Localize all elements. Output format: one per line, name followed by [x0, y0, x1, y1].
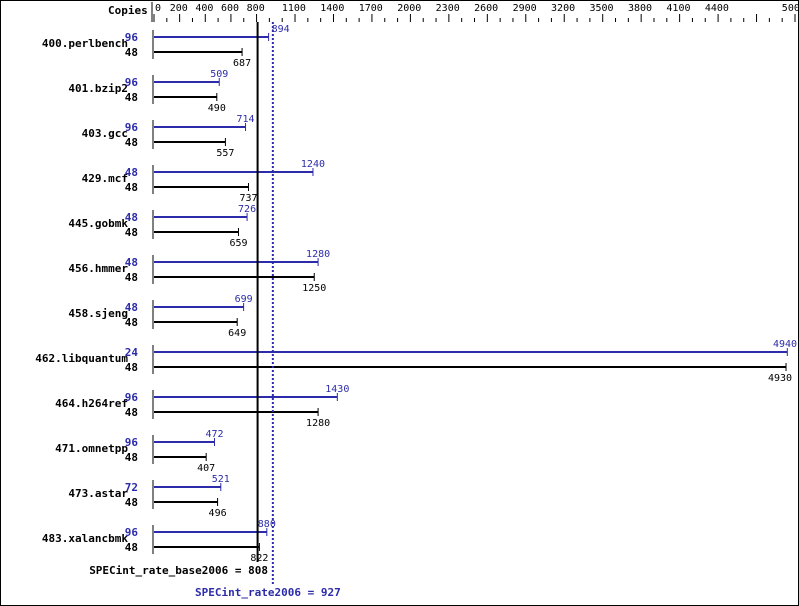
- peak-value-label: 509: [210, 69, 228, 80]
- tick-label: 1100: [282, 3, 306, 14]
- benchmark-label: 445.gobmk: [68, 217, 128, 230]
- base-value-label: 490: [208, 103, 226, 114]
- base-copies: 48: [125, 361, 138, 374]
- axis-label: Copies: [108, 4, 148, 17]
- base-copies: 48: [125, 181, 138, 194]
- tick-label: 4100: [666, 3, 690, 14]
- base-value-label: 737: [239, 193, 257, 204]
- peak-value-label: 1280: [306, 249, 330, 260]
- base-copies: 48: [125, 451, 138, 464]
- tick-label: 4400: [705, 3, 729, 14]
- base-value-label: 822: [250, 553, 268, 564]
- tick-label: 1400: [320, 3, 344, 14]
- benchmark-label: 400.perlbench: [42, 37, 128, 50]
- benchmark-label: 473.astar: [68, 487, 128, 500]
- peak-value-label: 1240: [301, 159, 325, 170]
- base-copies: 48: [125, 316, 138, 329]
- tick-label: 0: [155, 3, 161, 14]
- benchmark-label: 401.bzip2: [68, 82, 128, 95]
- tick-label: 3800: [628, 3, 652, 14]
- peak-copies: 48: [125, 166, 138, 179]
- peak-value-label: 699: [235, 294, 253, 305]
- peak-value-label: 472: [205, 429, 223, 440]
- tick-label: 200: [170, 3, 188, 14]
- peak-copies: 96: [125, 436, 139, 449]
- base-value-label: 659: [229, 238, 247, 249]
- base-copies: 48: [125, 136, 138, 149]
- peak-value-label: 521: [212, 474, 230, 485]
- peak-copies: 48: [125, 301, 138, 314]
- base-reference-label: SPECint_rate_base2006 = 808: [89, 564, 268, 577]
- peak-copies: 96: [125, 76, 139, 89]
- peak-copies: 24: [125, 346, 139, 359]
- tick-label: 400: [195, 3, 213, 14]
- base-copies: 48: [125, 541, 138, 554]
- peak-value-label: 880: [258, 519, 276, 530]
- peak-value-label: 4940: [773, 339, 797, 350]
- tick-label: 3500: [590, 3, 614, 14]
- peak-value-label: 714: [237, 114, 255, 125]
- base-value-label: 687: [233, 58, 251, 69]
- base-value-label: 407: [197, 463, 215, 474]
- base-value-label: 4930: [768, 373, 792, 384]
- base-copies: 48: [125, 46, 138, 59]
- peak-value-label: 726: [238, 204, 256, 215]
- tick-label: 600: [221, 3, 239, 14]
- tick-label: 800: [247, 3, 265, 14]
- peak-reference-label: SPECint_rate2006 = 927: [195, 586, 341, 599]
- tick-label: 2000: [397, 3, 421, 14]
- benchmark-label: 458.sjeng: [68, 307, 128, 320]
- benchmark-label: 471.omnetpp: [55, 442, 128, 455]
- tick-label: 3200: [551, 3, 575, 14]
- peak-copies: 96: [125, 526, 139, 539]
- peak-value-label: 1430: [325, 384, 349, 395]
- base-copies: 48: [125, 496, 138, 509]
- peak-value-label: 894: [272, 24, 290, 35]
- tick-label: 2600: [474, 3, 498, 14]
- base-value-label: 496: [209, 508, 227, 519]
- tick-label: 2900: [513, 3, 537, 14]
- tick-label: 2300: [436, 3, 460, 14]
- benchmark-label: 456.hmmer: [68, 262, 128, 275]
- base-value-label: 1280: [306, 418, 330, 429]
- benchmark-label: 403.gcc: [82, 127, 128, 140]
- benchmark-label: 462.libquantum: [35, 352, 128, 365]
- tick-label: 5000: [782, 3, 799, 14]
- peak-copies: 96: [125, 31, 139, 44]
- benchmark-label: 429.mcf: [82, 172, 128, 185]
- base-copies: 48: [125, 91, 138, 104]
- benchmark-label: 464.h264ref: [55, 397, 128, 410]
- peak-copies: 96: [125, 391, 139, 404]
- peak-copies: 96: [125, 121, 139, 134]
- peak-copies: 48: [125, 211, 138, 224]
- base-copies: 48: [125, 406, 138, 419]
- base-value-label: 557: [216, 148, 234, 159]
- peak-copies: 72: [125, 481, 138, 494]
- base-copies: 48: [125, 226, 138, 239]
- base-value-label: 1250: [302, 283, 326, 294]
- peak-copies: 48: [125, 256, 138, 269]
- tick-label: 1700: [359, 3, 383, 14]
- base-copies: 48: [125, 271, 138, 284]
- base-value-label: 649: [228, 328, 246, 339]
- benchmark-label: 483.xalancbmk: [42, 532, 128, 545]
